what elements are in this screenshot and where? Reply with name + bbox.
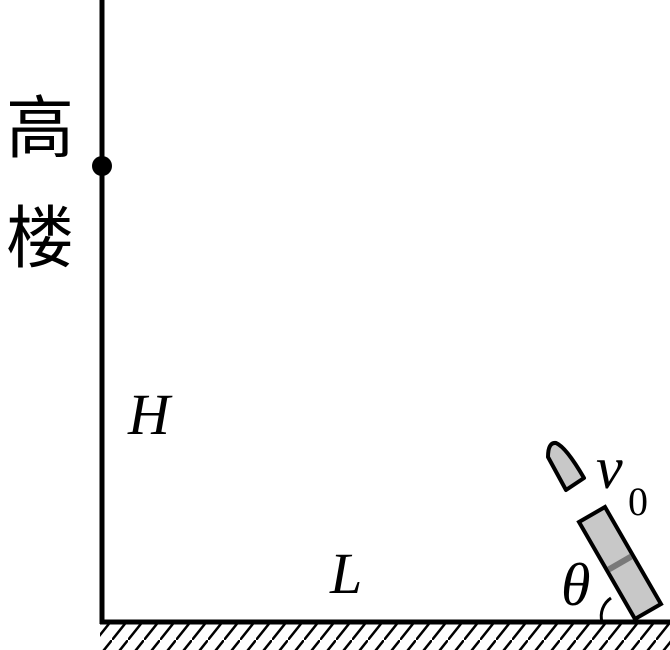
angle-label: θ bbox=[561, 552, 591, 618]
angle-arc bbox=[599, 596, 612, 623]
target-point bbox=[92, 156, 112, 176]
building-label-top: 高 bbox=[5, 90, 74, 169]
velocity-subscript: 0 bbox=[628, 479, 648, 524]
building-label-bottom: 楼 bbox=[5, 200, 74, 279]
height-label: H bbox=[128, 382, 170, 447]
projectile-shell bbox=[546, 440, 586, 492]
ground-hatching bbox=[100, 624, 670, 650]
launcher-band bbox=[607, 553, 633, 573]
distance-label: L bbox=[330, 541, 363, 606]
launcher-tube bbox=[576, 504, 664, 622]
velocity-label: v bbox=[596, 435, 623, 501]
